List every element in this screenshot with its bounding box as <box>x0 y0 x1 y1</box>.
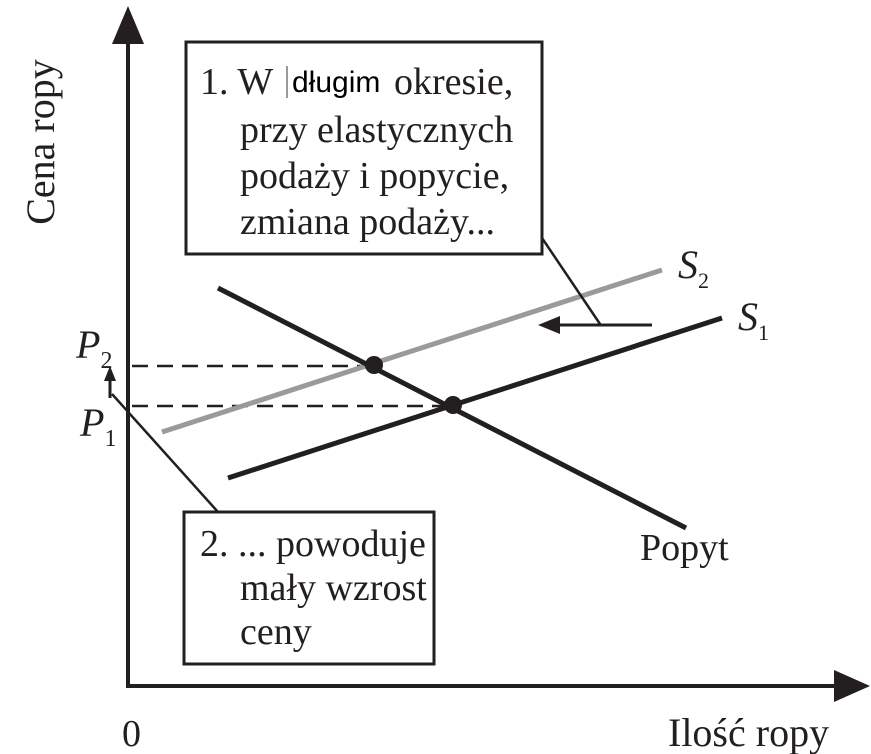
callout-1-line-1-end: okresie, <box>394 61 513 103</box>
callout-2-line-2: mały wzrost <box>240 567 427 609</box>
y-axis-label: Cena ropy <box>18 59 63 225</box>
callout-2-leader <box>111 393 219 513</box>
price-label-p1: P1 <box>79 400 116 452</box>
callout-1-line-1-word: długim <box>292 66 380 99</box>
callout-1-leader <box>540 237 602 325</box>
callout-2-line-3: ceny <box>240 611 312 653</box>
supply-shift-arrowhead <box>538 316 560 334</box>
curve-label-s2: S2 <box>678 242 709 293</box>
callout-1-line-4: zmiana podaży... <box>240 201 495 243</box>
callout-1-line-3: podaży i popycie, <box>240 155 509 197</box>
price-increase-arrowhead <box>104 366 116 381</box>
supply-curve-s1 <box>227 315 723 481</box>
origin-label: 0 <box>122 713 141 754</box>
callout-box-2 <box>182 510 436 666</box>
x-axis-label: Ilość ropy <box>668 710 829 754</box>
curve-label-s1: S1 <box>738 294 769 345</box>
supply-curve-s2 <box>161 267 663 435</box>
equilibrium-point-initial <box>444 396 462 414</box>
callout-1-line-2: przy elastycznych <box>240 109 513 151</box>
equilibrium-point-new <box>365 356 383 374</box>
x-axis-arrowhead <box>834 670 870 702</box>
price-label-p2: P2 <box>75 322 112 374</box>
callout-box-1 <box>184 40 544 256</box>
callout-1-line-1: 1. W <box>200 61 273 103</box>
curve-label-demand: Popyt <box>640 527 729 569</box>
callout-2-line-1: 2. ... powoduje <box>200 523 426 565</box>
y-axis-arrowhead <box>112 6 144 44</box>
